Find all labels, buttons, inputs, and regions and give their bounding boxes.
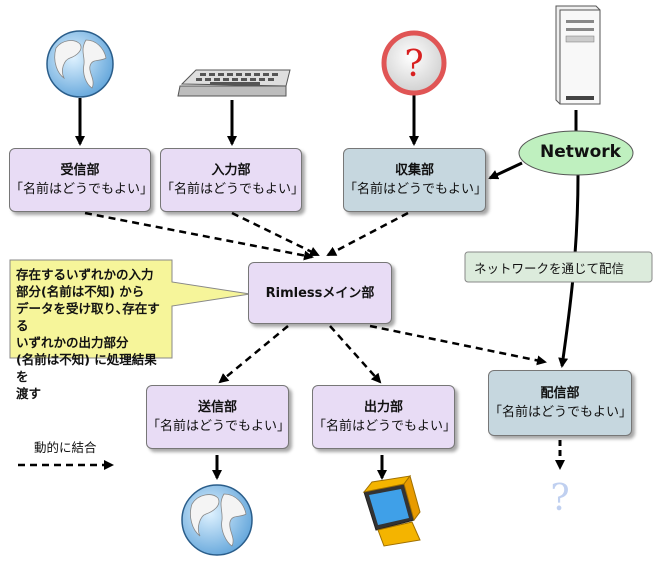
dashed-rimless-to-output	[329, 325, 382, 384]
legend-dynamic-label: 動的に結合	[34, 440, 97, 455]
deliver-subtitle: 「名前はどうでもよい」	[489, 405, 633, 420]
collect-node: 収集部 「名前はどうでもよい」	[343, 148, 488, 212]
receive-node: 受信部 「名前はどうでもよい」	[9, 148, 154, 212]
dashed-input-to-rimless	[231, 211, 320, 257]
dashed-collect-to-rimless	[326, 211, 409, 257]
collect-subtitle: 「名前はどうでもよい」	[344, 182, 488, 197]
delivery-via-network-label: ネットワークを通じて配信	[474, 261, 625, 276]
globe-icon	[46, 30, 114, 98]
arrow-network-to-collect	[488, 161, 523, 180]
callout-line: データを受け取り､存在する	[16, 301, 160, 333]
input-title: 入力部	[211, 163, 251, 178]
dashed-rimless-to-deliver	[369, 324, 547, 366]
output-subtitle: 「名前はどうでもよい」	[313, 419, 457, 434]
server-icon	[555, 5, 601, 105]
question-icon-faint: ?	[550, 478, 569, 519]
send-subtitle: 「名前はどうでもよい」	[147, 419, 291, 434]
callout-bubble	[9, 259, 251, 359]
receive-title: 受信部	[60, 163, 100, 178]
output-title: 出力部	[363, 400, 403, 415]
callout-line: 部分(名前は不知) から	[16, 284, 145, 299]
output-node: 出力部 「名前はどうでもよい」	[312, 385, 457, 449]
callout-line: 渡す	[16, 386, 42, 401]
deliver-title: 配信部	[540, 386, 580, 401]
send-node: 送信部 「名前はどうでもよい」	[146, 385, 291, 449]
input-node: 入力部 「名前はどうでもよい」	[160, 148, 305, 212]
send-title: 送信部	[197, 400, 237, 415]
dashed-rimless-to-send	[218, 325, 289, 384]
keyboard-icon	[177, 69, 291, 97]
callout-line: (名前は不知) に処理結果を	[16, 352, 157, 384]
callout-line: いずれかの出力部分	[16, 335, 129, 350]
deliver-node: 配信部 「名前はどうでもよい」	[488, 370, 632, 436]
dashed-receive-to-rimless	[84, 211, 314, 261]
rimless-node: Rimlessメイン部	[248, 262, 392, 324]
input-subtitle: 「名前はどうでもよい」	[161, 182, 305, 197]
network-ellipse	[518, 130, 634, 176]
collect-title: 収集部	[394, 163, 434, 178]
monitor-icon	[362, 474, 421, 547]
callout-line: 存在するいずれかの入力	[16, 267, 154, 282]
rimless-title: Rimlessメイン部	[265, 285, 375, 301]
callout-text: 存在するいずれかの入力 部分(名前は不知) から データを受け取り､存在する い…	[16, 266, 166, 402]
question-icon: ?	[381, 30, 447, 96]
svg-text:?: ?	[404, 44, 423, 85]
delivery-label-box	[464, 251, 653, 283]
receive-subtitle: 「名前はどうでもよい」	[10, 182, 154, 197]
network-label: Network	[540, 142, 621, 162]
globe-icon-bottom	[181, 484, 253, 556]
